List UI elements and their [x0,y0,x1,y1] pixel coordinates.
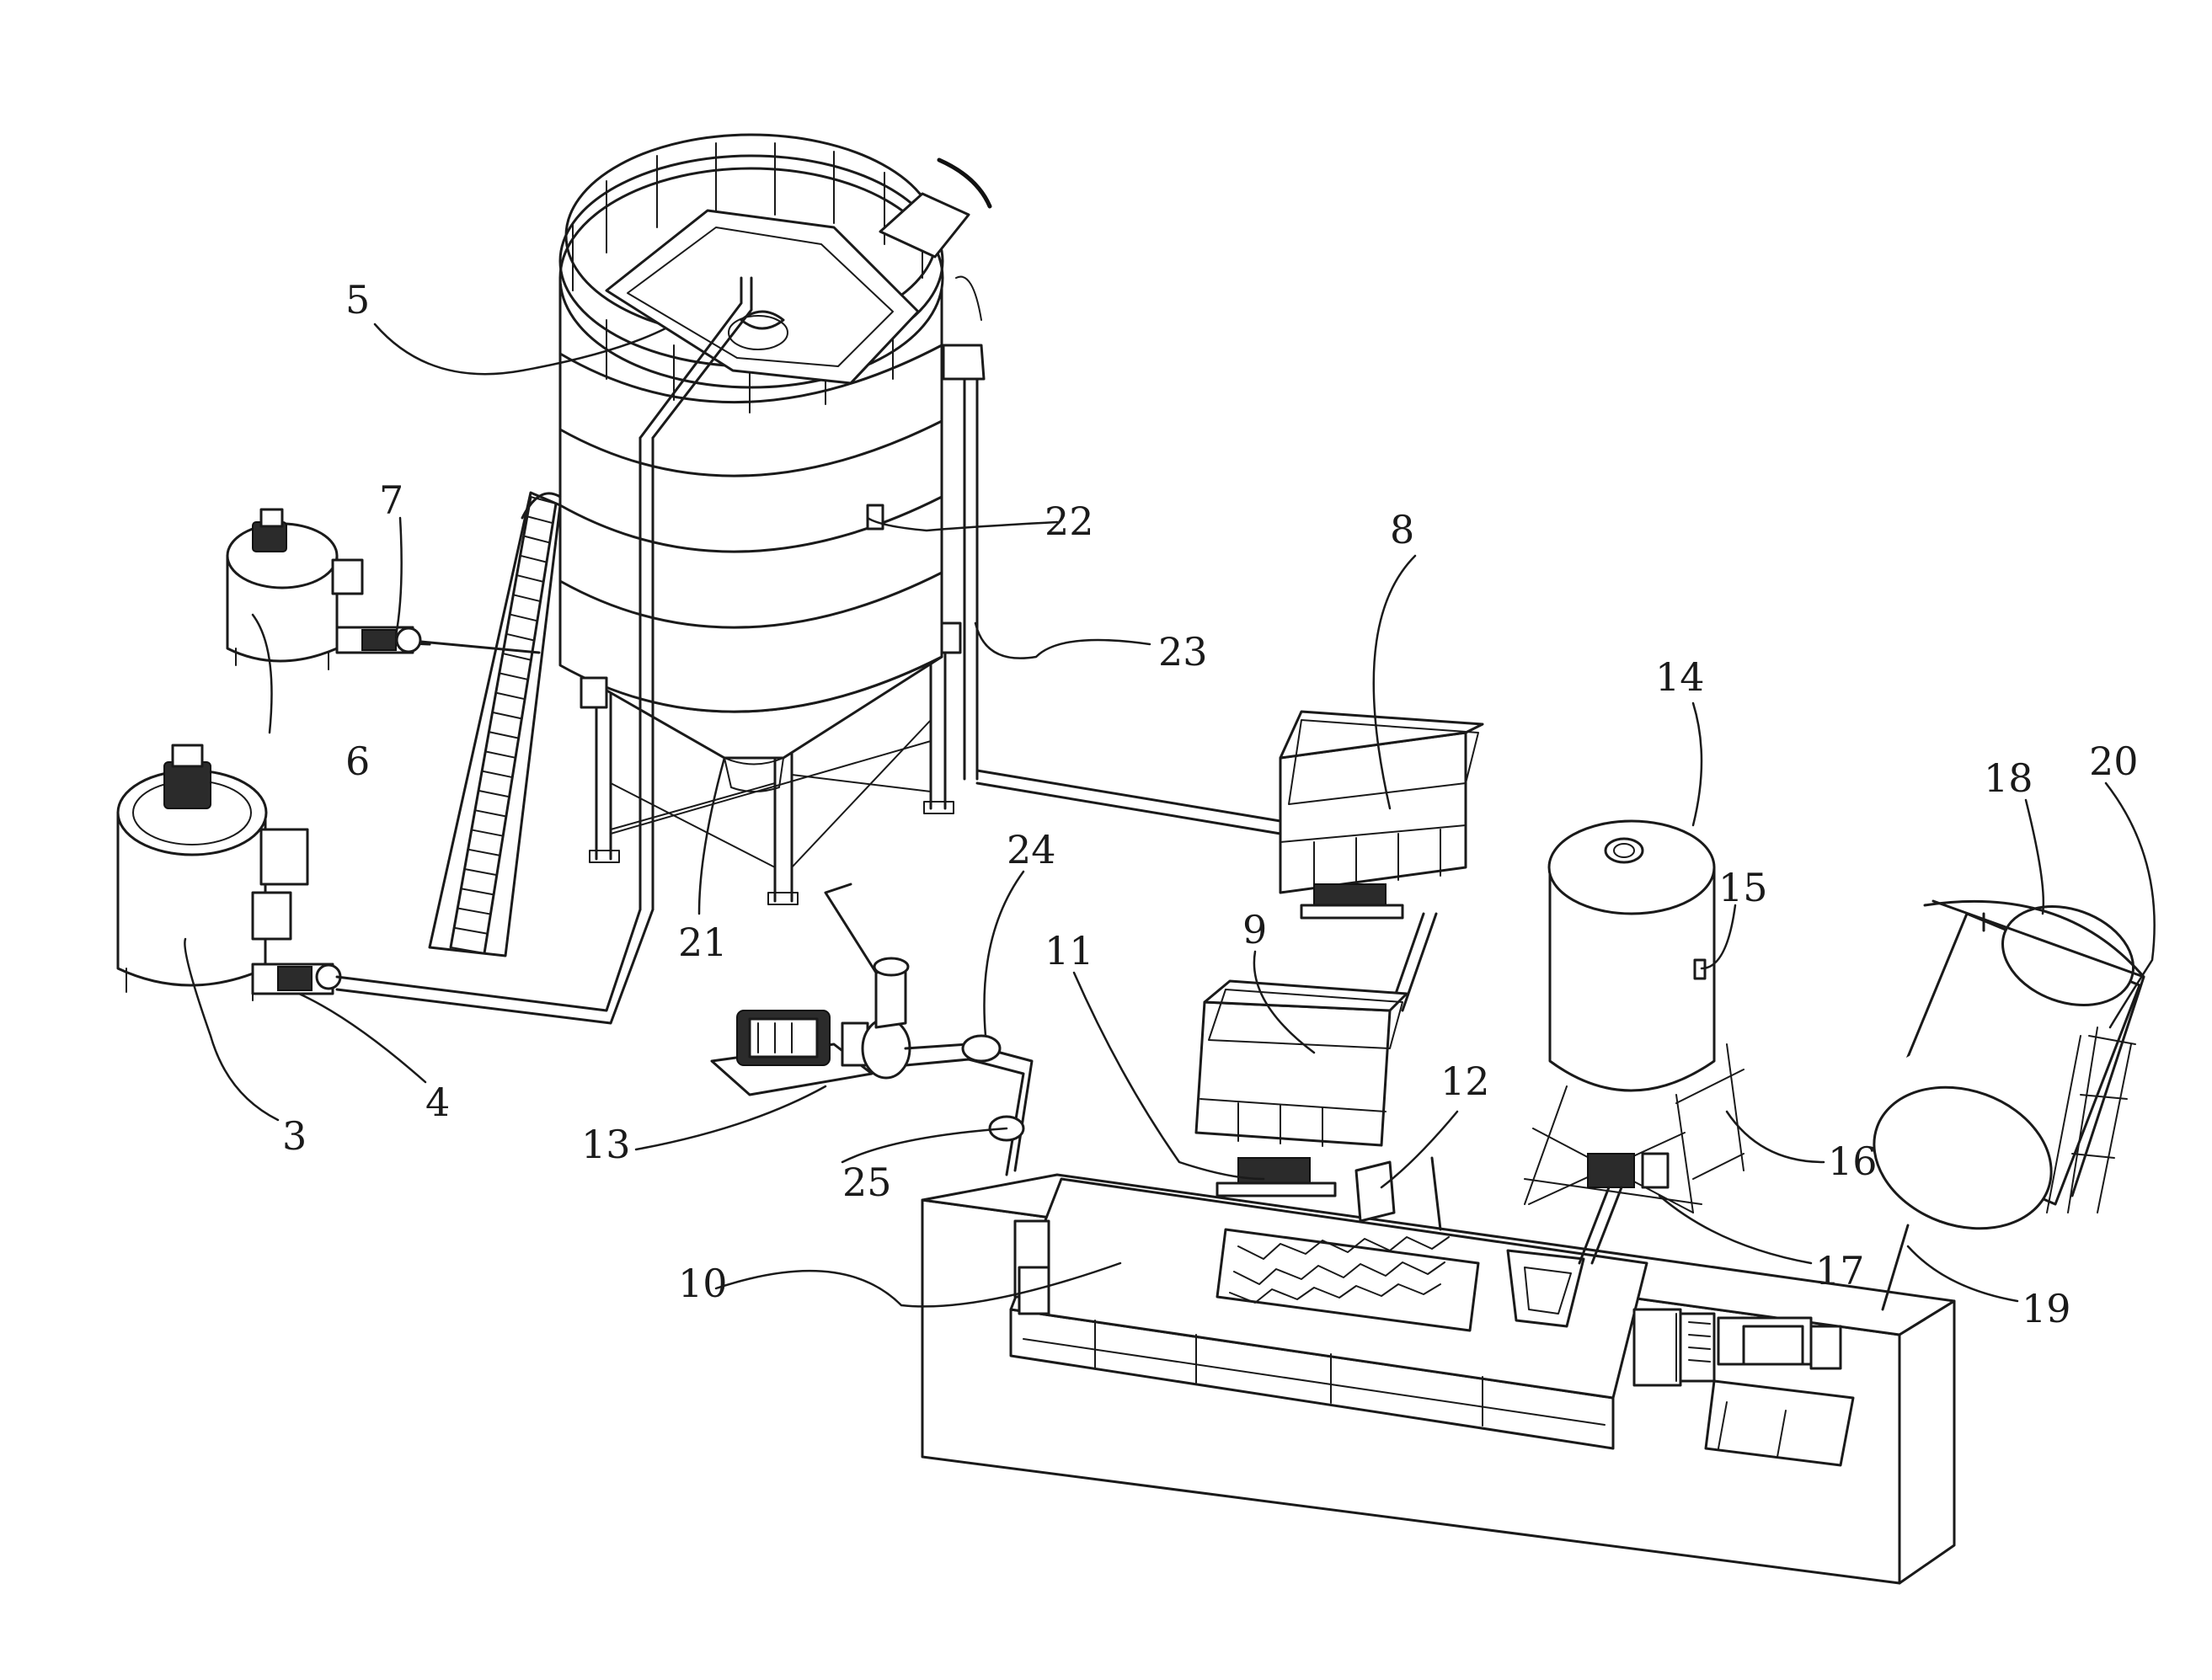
storage-tank-horizontal [1862,899,2145,1311]
stair-tread [522,535,551,544]
stair-tread [473,809,507,818]
stair-tread [516,574,545,583]
callout-21: 21 [678,920,728,965]
stair-tread [453,926,489,935]
dosing-tank-large [116,744,309,1001]
stair-tread [512,594,542,603]
stair-tread [494,691,526,701]
aggregate-hopper-upper [1279,710,1484,1012]
transfer-pump-large [251,908,655,1025]
stair-tread [484,750,516,759]
callout-22: 22 [1045,499,1094,544]
valve-24 [961,1034,1002,1063]
stair-tread [498,672,529,680]
transfer-pump-small [335,626,541,654]
stair-tread [488,731,520,739]
callout-6: 6 [345,739,370,784]
callout-16: 16 [1828,1139,1878,1184]
stair-tread [519,554,548,563]
callout-14: 14 [1655,654,1705,700]
callout-18: 18 [1984,755,2033,801]
stair-tread [481,770,514,779]
aggregate-hopper-lower [1194,979,1442,1231]
mixer-machine [1009,1177,1855,1467]
stair-tread [463,867,498,877]
stair-tread [450,947,485,954]
callout-17: 17 [1815,1248,1865,1293]
callout-9: 9 [1242,907,1267,952]
callout-24: 24 [1007,827,1056,872]
stair-tread [530,496,557,504]
callout-11: 11 [1045,928,1094,973]
stair-tread [526,515,554,525]
water-tank [1524,819,1744,1265]
callout-12: 12 [1440,1059,1490,1104]
callout-25: 25 [842,1160,892,1205]
callout-4: 4 [425,1080,450,1125]
callout-13: 13 [581,1122,631,1167]
callout-5: 5 [345,277,370,323]
main-silo [558,133,1282,911]
callout-7: 7 [379,477,403,523]
callout-labels: 3 4 5 6 7 8 9 10 11 12 13 14 15 16 17 18… [282,277,2139,1331]
stair-tread [509,613,538,622]
stair-tread [491,711,523,720]
callout-10: 10 [678,1261,728,1306]
callout-15: 15 [1718,865,1768,910]
leader-lines [184,323,2156,1308]
stair-tread [460,888,495,896]
stair-tread [457,907,492,915]
callout-3: 3 [282,1113,307,1159]
stair-tread [467,848,501,856]
slurry-pump [710,883,1034,1176]
callout-8: 8 [1390,507,1414,552]
callout-19: 19 [2022,1286,2071,1331]
stair-tread [478,789,510,798]
callout-20: 20 [2089,739,2139,784]
stair-tread [505,632,536,642]
stair-tread [470,829,505,837]
staircase [428,491,562,957]
callout-23: 23 [1158,629,1208,675]
stair-tread [501,653,532,661]
